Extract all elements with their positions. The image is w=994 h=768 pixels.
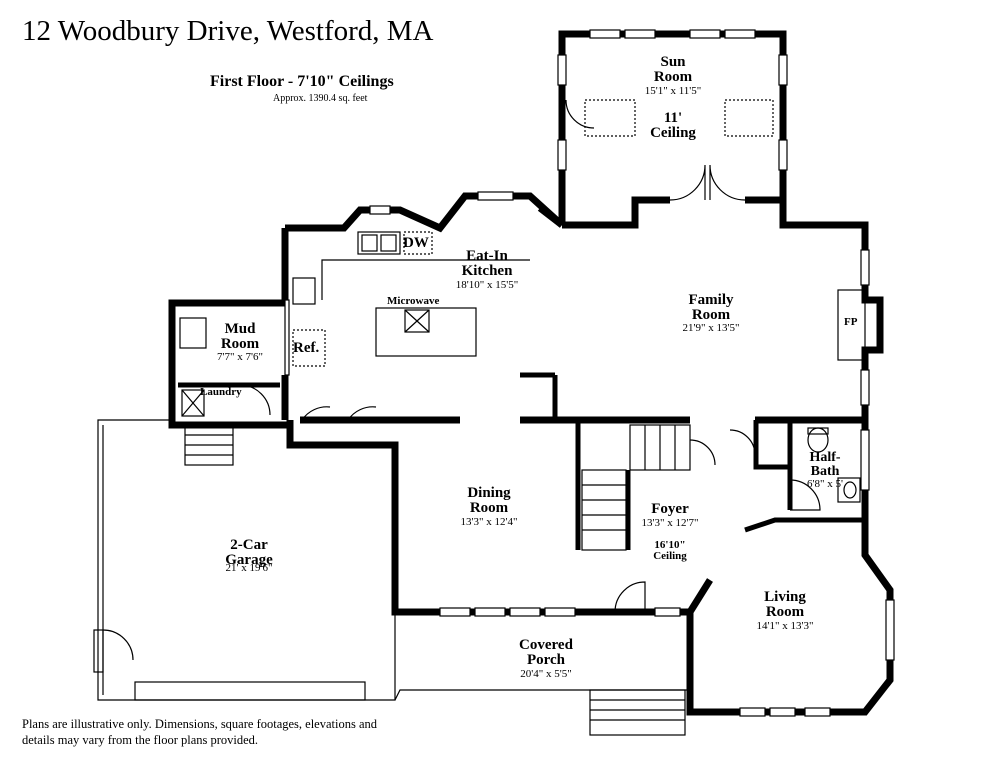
- address-title: 12 Woodbury Drive, Westford, MA: [22, 15, 434, 47]
- dishwasher-label: DW: [403, 235, 429, 251]
- refrigerator-label: Ref.: [293, 340, 320, 356]
- laundry-label: Laundry: [200, 386, 242, 398]
- disclaimer: Plans are illustrative only. Dimensions,…: [22, 717, 378, 747]
- sun-room-dims: 15'1" x 11'5": [644, 85, 702, 97]
- kitchen-dims: 18'10" x 15'5": [455, 279, 519, 291]
- fireplace-label: FP: [844, 316, 858, 328]
- porch-dims: 20'4" x 5'5": [520, 668, 572, 680]
- windows: [284, 29, 895, 717]
- half-bath-label: Half-Bath: [809, 450, 841, 479]
- garage-outline: [93, 99, 866, 736]
- floor-title: First Floor - 7'10" Ceilings: [210, 73, 394, 90]
- dining-room-dims: 13'3" x 12'4": [460, 516, 518, 528]
- interior-walls: [178, 372, 865, 550]
- foyer-ceiling: 16'10"Ceiling: [653, 539, 687, 562]
- foyer-label: Foyer: [651, 501, 689, 517]
- garage-dims: 21' x 19'6": [225, 562, 273, 574]
- half-bath-dims: 6'8" x 5': [807, 478, 843, 490]
- foyer-dims: 13'3" x 12'7": [641, 517, 699, 529]
- square-footage: Approx. 1390.4 sq. feet: [273, 93, 368, 104]
- living-room-dims: 14'1" x 13'3": [756, 620, 814, 632]
- family-room-dims: 21'9" x 13'5": [682, 322, 740, 334]
- mud-room-dims: 7'7" x 7'6": [217, 351, 263, 363]
- microwave-label: Microwave: [387, 295, 440, 307]
- sun-room-ceiling: 11'Ceiling: [650, 110, 696, 141]
